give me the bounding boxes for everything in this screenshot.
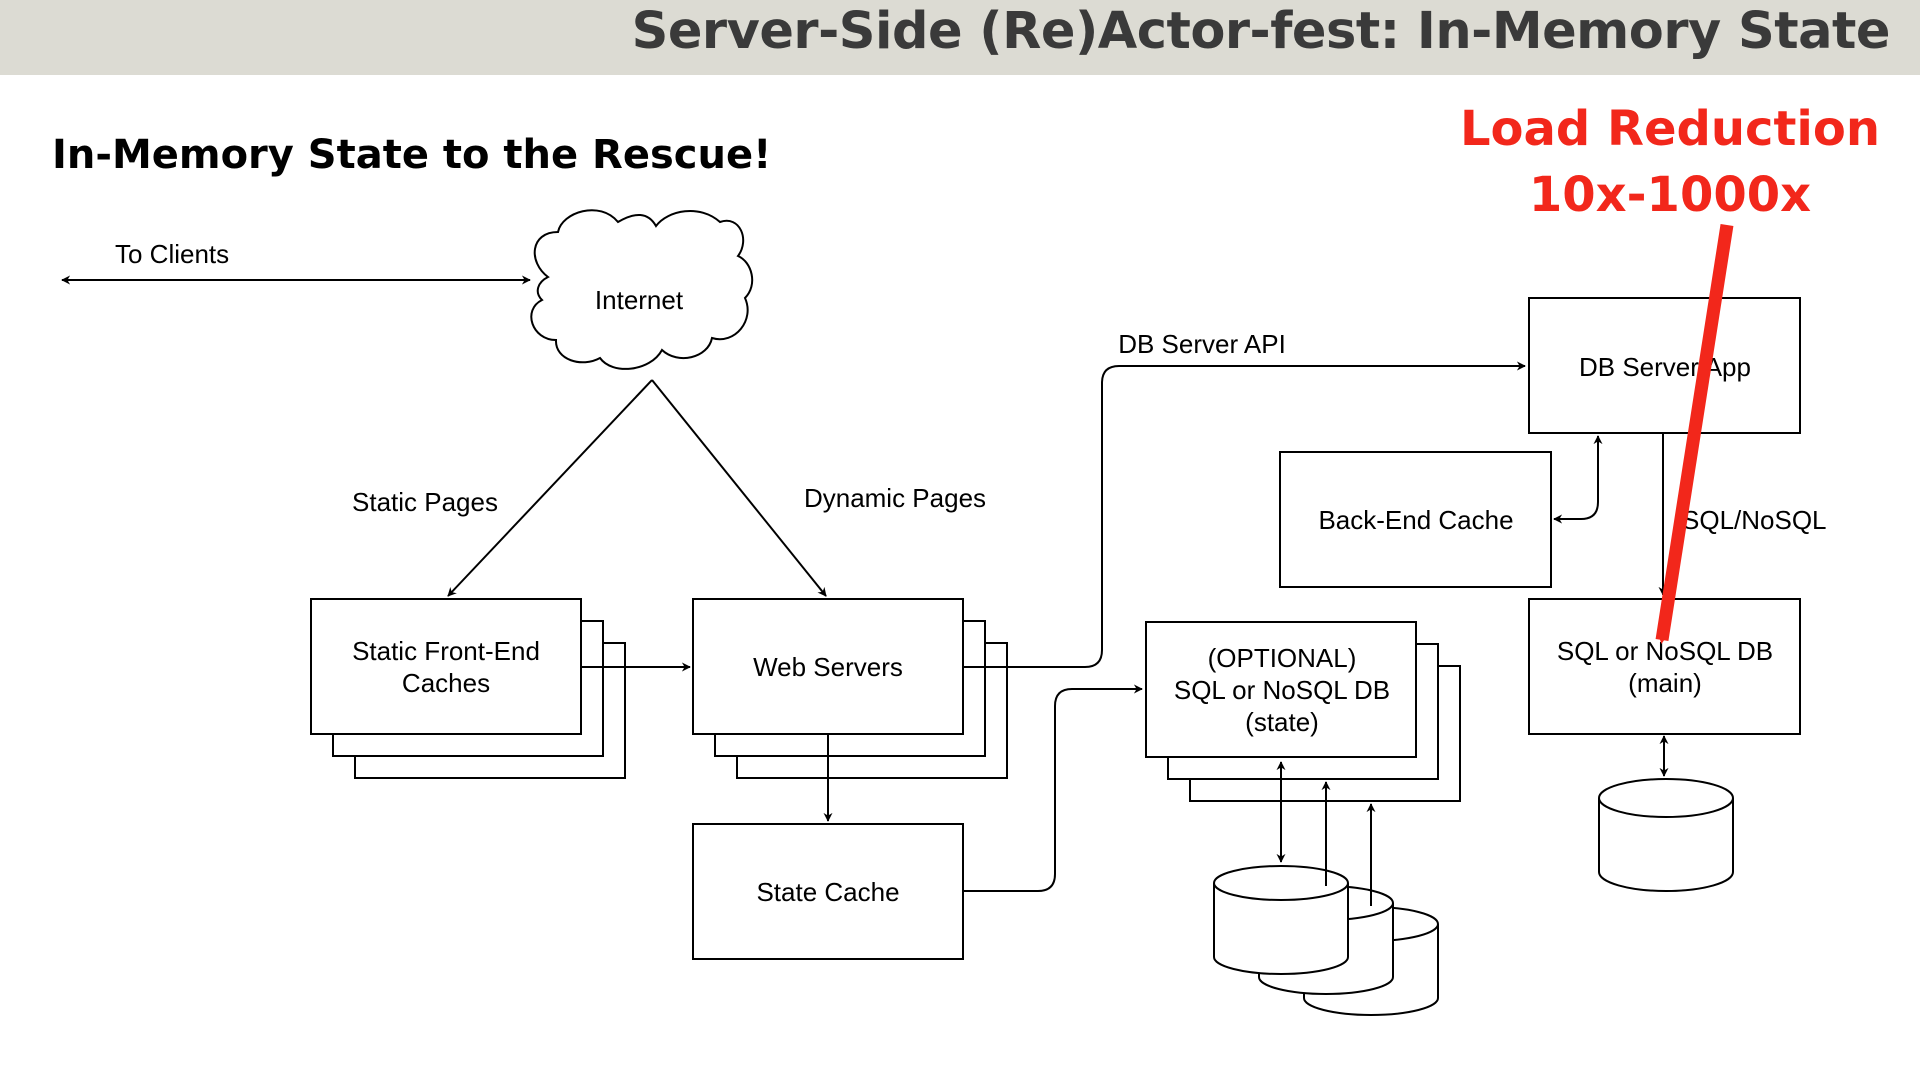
to-clients-label: To Clients — [115, 239, 229, 269]
state-cache-label: State Cache — [756, 877, 899, 907]
load-reduction-line-2: 10x-1000x — [1528, 167, 1812, 223]
optional-db-cylinder-1 — [1213, 865, 1349, 975]
static-pages-arrow — [447, 379, 653, 597]
state-cache-to-db-arrow — [963, 684, 1143, 892]
load-reduction-arrow — [1655, 223, 1734, 644]
main-db-label-1: SQL or NoSQL DB — [1557, 636, 1773, 666]
dynamic-pages-label: Dynamic Pages — [804, 483, 986, 513]
slide-subtitle: In-Memory State to the Rescue! — [52, 132, 772, 178]
optional-db-label-3: (state) — [1245, 707, 1319, 737]
load-reduction-callout: Load Reduction 10x-1000x — [1450, 96, 1890, 228]
dynamic-pages-arrow — [651, 379, 827, 597]
optional-db-label-2: SQL or NoSQL DB — [1174, 675, 1390, 705]
load-reduction-line-1: Load Reduction — [1459, 101, 1881, 157]
optional-db-label-1: (OPTIONAL) — [1208, 643, 1357, 673]
internet-label: Internet — [595, 285, 684, 315]
optional-db-box — [1145, 621, 1417, 758]
static-pages-label: Static Pages — [352, 487, 498, 517]
db-server-api-label: DB Server API — [1118, 329, 1286, 359]
main-db-cylinder — [1598, 778, 1734, 892]
back-end-cache-arrow — [1553, 435, 1603, 524]
static-caches-label-1: Static Front-End — [352, 636, 540, 666]
sql-nosql-label: SQL/NoSQL — [1682, 505, 1827, 535]
main-db-label-2: (main) — [1628, 668, 1702, 698]
web-servers-label: Web Servers — [753, 652, 903, 682]
db-server-app-box — [1528, 297, 1801, 434]
back-end-cache-label: Back-End Cache — [1318, 505, 1513, 535]
state-cache-box — [692, 823, 964, 960]
slide-title: Server-Side (Re)Actor-fest: In-Memory St… — [631, 2, 1891, 61]
static-caches-box — [310, 598, 582, 735]
internet-cloud-shape — [530, 209, 754, 370]
static-caches-label-2: Caches — [402, 668, 490, 698]
db-server-api-arrow — [963, 361, 1526, 668]
title-bar: Server-Side (Re)Actor-fest: In-Memory St… — [0, 0, 1920, 75]
back-end-cache-box — [1279, 451, 1552, 588]
db-server-app-label: DB Server App — [1579, 352, 1751, 382]
